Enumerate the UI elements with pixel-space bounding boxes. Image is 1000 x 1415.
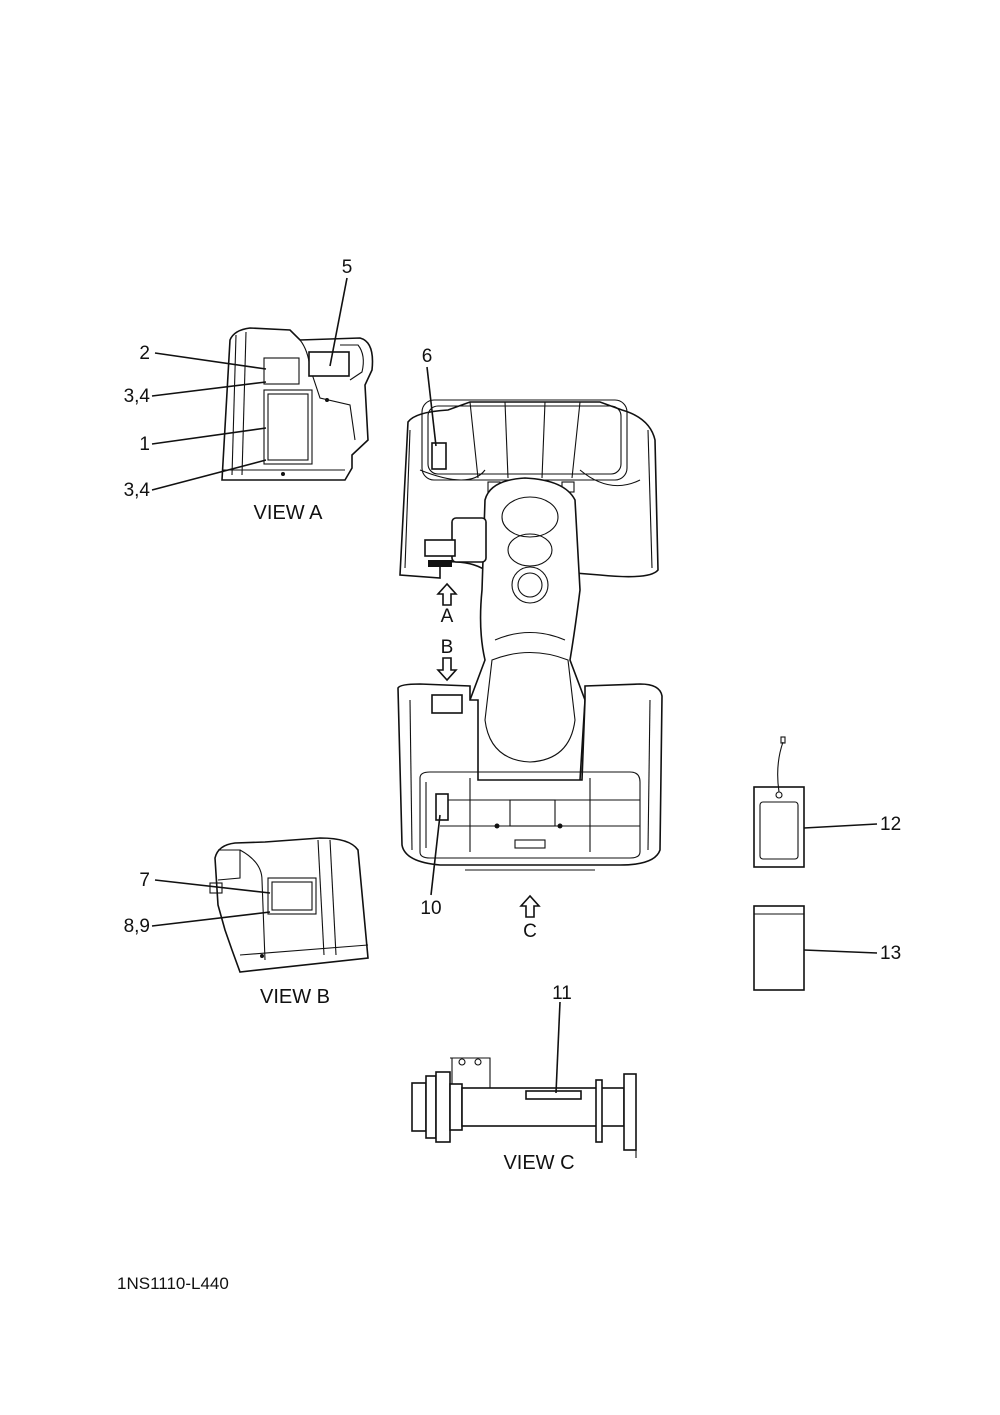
leader-8-9 [151,911,271,927]
callout-7: 7 [139,870,150,891]
drawing-code: 1NS1110-L440 [117,1274,229,1293]
view-a-label: VIEW A [254,502,324,524]
atv-top-view [397,399,663,871]
leader-7 [154,879,271,894]
view-b-drawing [209,837,369,973]
arrow-b [436,657,458,682]
view-b-label: VIEW B [260,986,330,1008]
leader-6 [426,366,437,447]
leader-13 [803,949,878,954]
callout-3-4-upper: 3,4 [124,386,151,407]
view-c-drawing [411,1057,637,1158]
callout-12: 12 [880,814,901,835]
leader-10 [430,814,441,896]
callout-10: 10 [420,898,441,919]
leader-11 [555,1001,561,1094]
view-c-label: VIEW C [503,1152,574,1174]
arrow-a [436,582,458,606]
callout-6: 6 [422,346,433,367]
leader-12 [803,823,878,829]
callout-3-4-lower: 3,4 [124,480,151,501]
callout-11: 11 [552,983,572,1004]
callout-1: 1 [139,434,150,455]
callout-8-9: 8,9 [124,916,150,937]
view-a-drawing [221,327,374,481]
arrow-a-label: A [441,606,454,627]
view-a-leaders [151,277,348,491]
arrow-c [519,894,541,918]
hang-tag [753,736,805,868]
callout-13: 13 [880,943,901,964]
arrow-b-label: B [441,637,454,658]
arrow-c-label: C [523,921,537,942]
callout-5: 5 [342,257,353,278]
manual-card [753,905,805,991]
callout-2: 2 [139,343,150,364]
